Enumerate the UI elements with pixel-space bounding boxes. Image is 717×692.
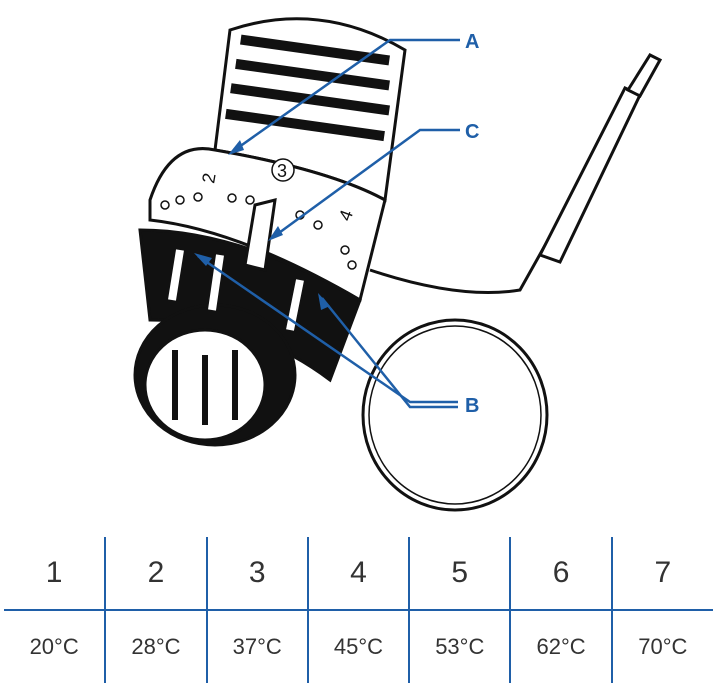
arrowheads [194,140,330,310]
setting-cell: 7 [610,537,713,611]
setting-cell: 5 [408,537,511,611]
setting-cell: 4 [306,537,410,611]
thermostat-head [133,17,407,447]
setting-temperature-table: 1 2 3 4 5 6 7 20°C 28°C 37°C 45°C 53°C 6… [4,537,713,683]
callout-lines [197,38,460,409]
setting-cell: 1 [4,537,106,611]
setting-cell: 2 [104,537,207,611]
settings-row: 1 2 3 4 5 6 7 [4,537,713,611]
temperature-cell: 53°C [408,610,511,683]
label-a: A [465,31,479,53]
valve-pins [172,350,238,425]
temperatures-row: 20°C 28°C 37°C 45°C 53°C 62°C 70°C [4,610,713,683]
label-c: C [465,121,479,143]
dial-scale [160,158,357,270]
thermostat-diagram: 2 3 4 A C B [133,17,663,512]
temperature-cell: 28°C [104,610,207,683]
setting-cell: 6 [509,537,612,611]
grip-slots [225,34,390,142]
dial-number-2: 2 [198,171,219,184]
label-b: B [465,395,479,417]
capillary-coil [361,239,550,512]
temperature-cell: 45°C [306,610,410,683]
temperature-cell: 37°C [205,610,308,683]
sensor-bulb [537,53,663,264]
dial-number-3: 3 [277,161,287,181]
setting-cell: 3 [205,537,308,611]
temperature-cell: 20°C [29,634,79,659]
temperature-cell: 70°C [610,610,713,683]
temperature-cell: 62°C [509,610,612,683]
